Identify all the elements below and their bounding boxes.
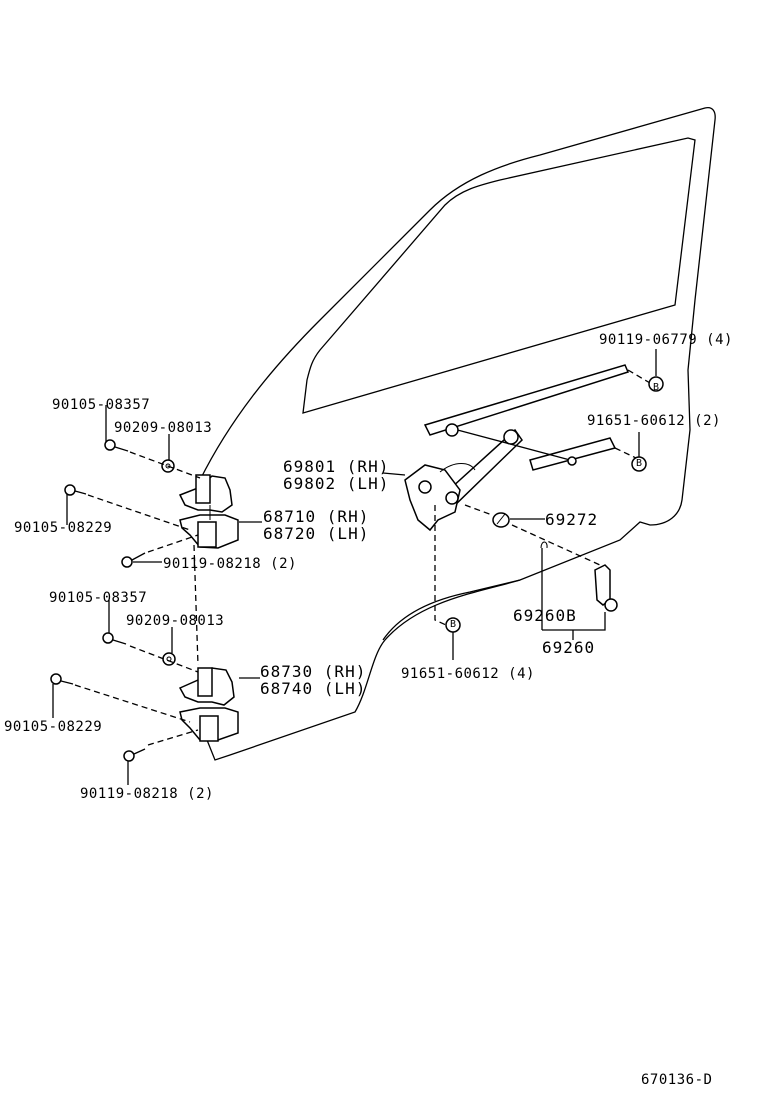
handle-clip-icon [540,541,548,549]
label-lower-hinge-rh: 68730 (RH) [260,662,367,681]
label-handle-plate: 69272 [545,510,599,529]
label-bolt-upper-a: 90105-08357 [52,397,151,413]
door-outer-outline [199,106,716,761]
upper-hinge [178,474,239,549]
handle-plate-icon [492,512,510,528]
label-upper-hinge-lh: 68720 (LH) [263,524,370,543]
washer-icon-lower [162,652,176,666]
callout-b-label-top: B [653,382,660,393]
label-regulator-nut-channel: 91651-60612 (2) [587,413,721,429]
label-washer-upper: 90209-08013 [114,420,213,436]
label-bolt-lower-a: 90105-08357 [49,590,148,606]
screw-icon-lower [123,748,146,762]
callout-b-icon-middle [631,456,647,472]
label-handle-assy: 69260 [542,638,596,657]
label-washer-lower: 90209-08013 [126,613,225,629]
label-lower-hinge-lh: 68740 (LH) [260,679,367,698]
callout-b-icon-top [648,376,664,392]
lower-hinge [178,667,239,742]
screw-icon-upper [121,552,146,568]
drawing-code: 670136-D [641,1072,713,1088]
label-regulator-lh: 69802 (LH) [283,474,390,493]
bolt-icon-upper-b [64,484,87,496]
door-lower-edge [382,579,521,641]
label-upper-hinge-rh: 68710 (RH) [263,507,370,526]
label-bolt-upper-b: 90105-08229 [14,520,113,536]
label-regulator-rh: 69801 (RH) [283,457,390,476]
label-regulator-bolt-top: 90119-06779 (4) [599,332,733,348]
window-crank-handle-icon [594,564,618,612]
label-regulator-nut-bottom: 91651-60612 (4) [401,666,535,682]
label-bolt-lower-b: 90105-08229 [4,719,103,735]
bolt-icon-upper-a [104,439,129,452]
bolt-icon-lower-b [50,673,74,685]
bolt-icon-lower-a [102,632,127,645]
label-screw-upper: 90119-08218 (2) [163,556,297,572]
window-regulator [404,364,630,532]
callout-b-label-middle: B [636,458,643,469]
label-screw-lower: 90119-08218 (2) [80,786,214,802]
window-opening-outline [302,137,696,414]
label-handle-clip: 69260B [513,606,577,625]
callout-b-label-bottom: B [450,619,457,630]
